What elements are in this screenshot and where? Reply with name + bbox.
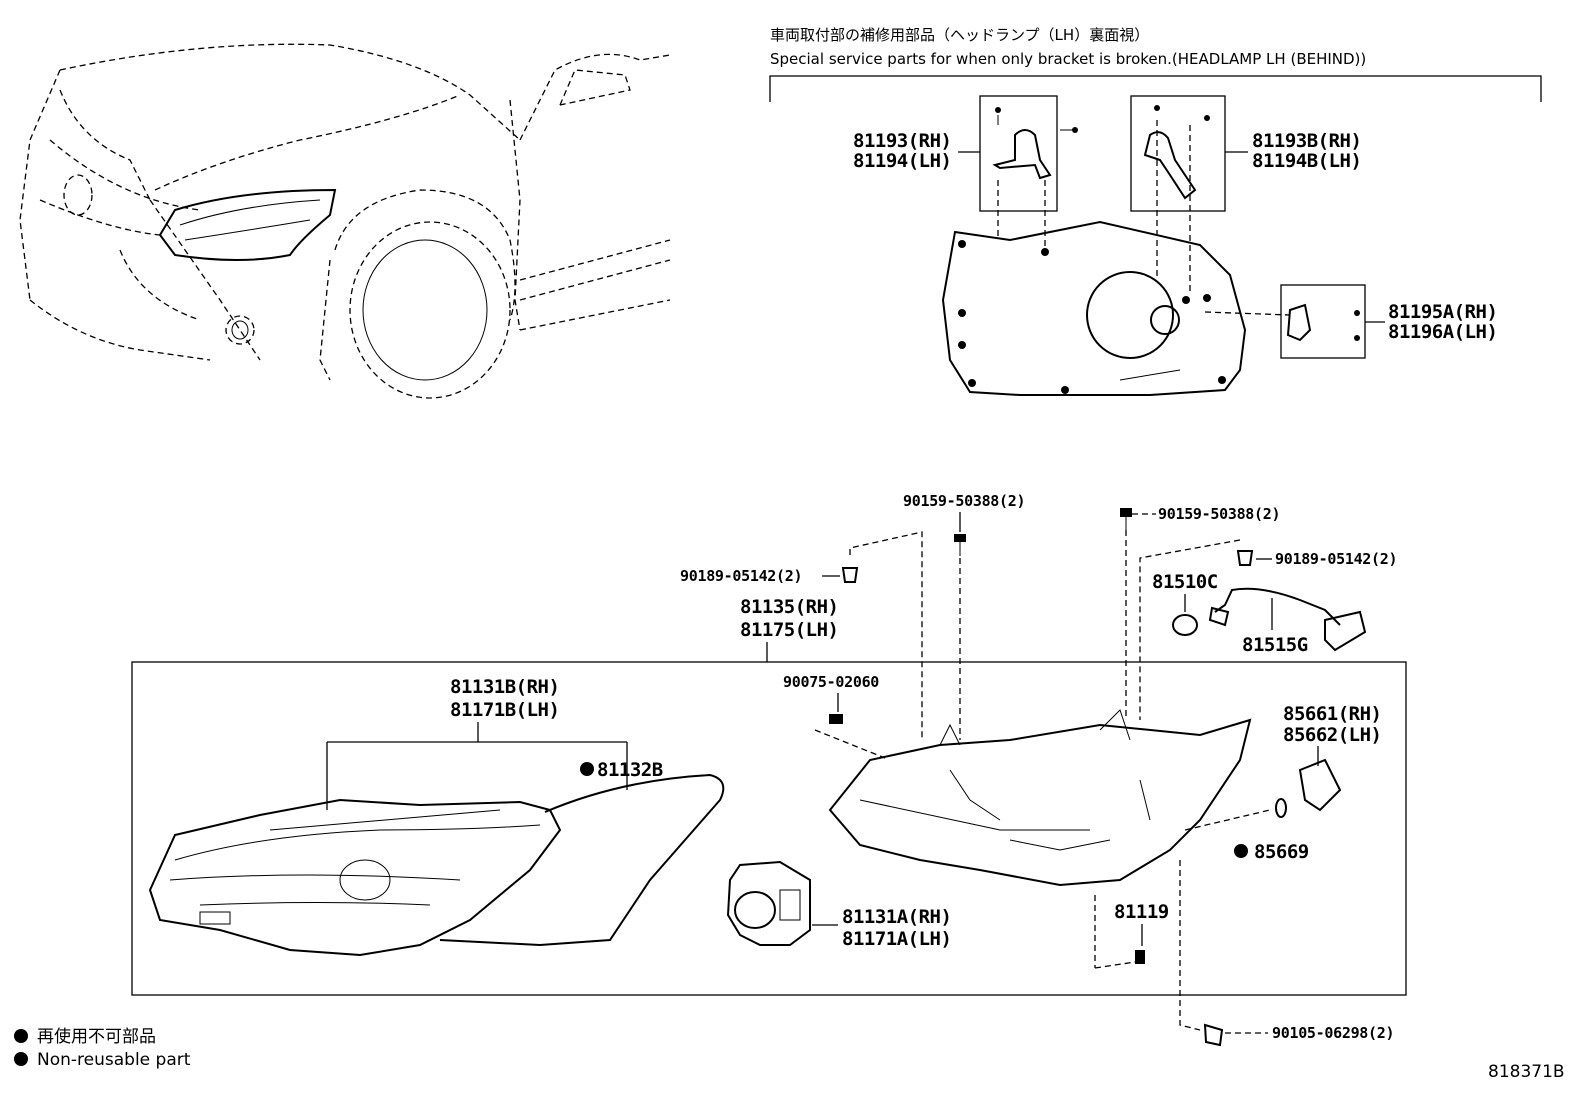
headlamp-rear-view [941, 220, 1247, 396]
header-title-jp: 車両取付部の補修用部品（ヘッドランプ（LH）裏面視） [770, 26, 1149, 44]
legend-en: Non-reusable part [37, 1050, 191, 1070]
bracket-c-rh-label: 81195A(RH) [1388, 301, 1497, 323]
legend-jp: 再使用不可部品 [37, 1026, 156, 1047]
screw-81119 [1135, 950, 1145, 964]
wire-label: 81515G [1242, 634, 1308, 656]
actuator-lh-label: 85662(LH) [1283, 724, 1381, 746]
clip-right-label: 90189-05142(2) [1275, 550, 1397, 568]
screw-top-1-label: 90159-50388(2) [903, 492, 1025, 510]
screw-81119-label: 81119 [1114, 901, 1169, 923]
clip-right [1236, 550, 1254, 566]
bracket-b-box [1130, 95, 1226, 212]
screw-90075-label: 90075-02060 [783, 673, 879, 691]
unit-rh-label: 81131A(RH) [842, 906, 951, 928]
actuator-part [1298, 758, 1342, 812]
screw-top-2-label: 90159-50388(2) [1158, 505, 1280, 523]
bracket-a-box [979, 95, 1058, 212]
headlamp-housing-part [828, 709, 1252, 887]
non-reusable-mark-gasket [580, 762, 594, 776]
bracket-c-part [1286, 303, 1360, 342]
screw-bottom [1203, 1023, 1224, 1047]
header-title-en: Special service parts for when only brac… [770, 50, 1366, 68]
lens-lh-label: 81171B(LH) [450, 699, 559, 721]
non-reusable-mark-oring [1234, 844, 1248, 858]
gasket-part [439, 773, 725, 947]
lens-rh-label: 81131B(RH) [450, 676, 559, 698]
projector-unit-part [726, 860, 811, 946]
figure-id: 818371B [1488, 1062, 1565, 1082]
clip-left [841, 567, 859, 583]
screw-top-1 [954, 534, 966, 556]
screw-top-2 [1120, 508, 1132, 530]
special-parts-bracket-line [769, 75, 1542, 102]
bracket-c-lh-label: 81196A(LH) [1388, 321, 1497, 343]
oring-part [1275, 798, 1287, 818]
bracket-a-rh-label: 81193(RH) [853, 130, 951, 152]
cover-part [1172, 614, 1198, 636]
oring-label: 85669 [1254, 841, 1309, 863]
legend-dot-en [14, 1052, 28, 1066]
bracket-a-lh-label: 81194(LH) [853, 150, 951, 172]
screw-bottom-label: 90105-06298(2) [1272, 1024, 1394, 1042]
wire-harness-part [1208, 587, 1367, 652]
legend-dot-jp [14, 1029, 28, 1043]
clip-left-label: 90189-05142(2) [680, 567, 802, 585]
vehicle-front-illustration [19, 43, 671, 399]
headlamp-lens-part [148, 798, 562, 957]
unit-lh-label: 81171A(LH) [842, 928, 951, 950]
assy-lh-label: 81175(LH) [740, 619, 838, 641]
assembly-box [131, 661, 1407, 996]
bracket-b-part [1143, 105, 1210, 200]
bracket-b-lh-label: 81194B(LH) [1252, 150, 1361, 172]
gasket-label: 81132B [597, 759, 663, 781]
assy-rh-label: 81135(RH) [740, 596, 838, 618]
bracket-c-box [1280, 284, 1366, 359]
screw-90075 [829, 714, 843, 724]
bracket-a-part [992, 107, 1078, 180]
actuator-rh-label: 85661(RH) [1283, 703, 1381, 725]
cover-label: 81510C [1152, 571, 1218, 593]
bracket-b-rh-label: 81193B(RH) [1252, 130, 1361, 152]
